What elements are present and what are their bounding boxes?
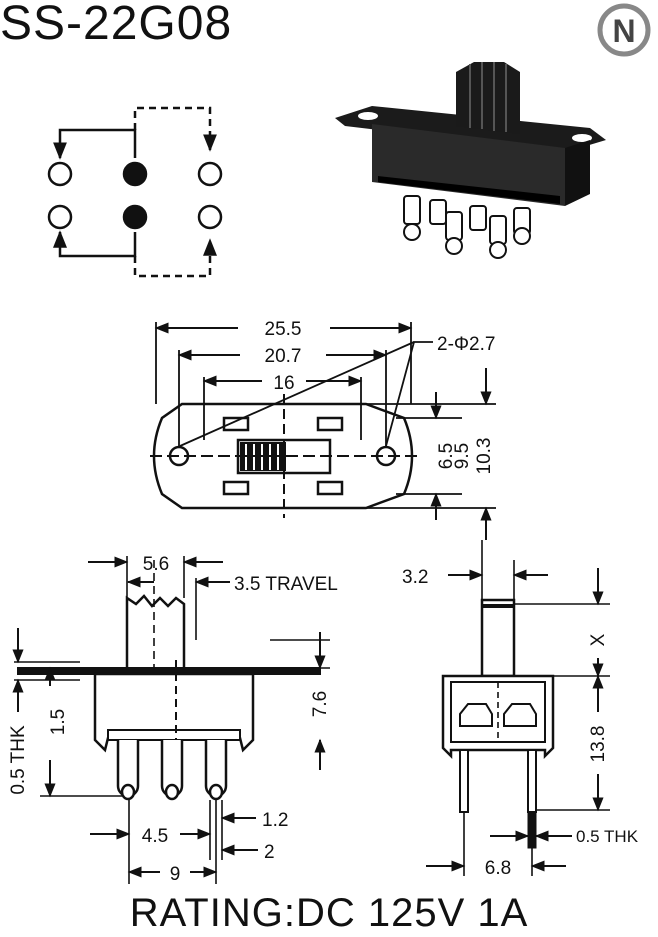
dim-body-height: 7.6 [310, 691, 331, 717]
dim-pin-width: 1.2 [262, 810, 288, 831]
dim-height-mid: 9.5 [452, 443, 473, 469]
dim-pin-spacing: 6.8 [485, 858, 511, 879]
dim-actuator-width: 5.6 [143, 554, 169, 575]
dim-thickness: 0.5 THK [8, 725, 29, 795]
side-view-dimension-lines [12, 556, 326, 878]
dim-pin-span: 9 [170, 864, 181, 885]
switch-3d-view [335, 62, 606, 259]
end-view-dimension-lines [426, 568, 604, 872]
manufacturer-logo: N [597, 3, 651, 57]
dim-pin-pitch: 4.5 [142, 826, 168, 847]
technical-drawing: N [8, 3, 651, 885]
dim-end-actuator-width: 3.2 [402, 567, 428, 588]
end-view [441, 540, 610, 876]
dim-hole-spacing: 20.7 [265, 346, 302, 367]
part-number-title: SS-22G08 [0, 0, 233, 50]
dim-overall-width: 25.5 [265, 319, 302, 340]
top-view-dimension-lines [154, 322, 492, 540]
dim-pin-thickness: 0.5 THK [576, 827, 639, 846]
dim-travel: 3.5 TRAVEL [234, 574, 338, 595]
dim-slot-width: 16 [273, 373, 294, 394]
dim-hole-diameter: 2-Φ2.7 [437, 334, 495, 355]
dim-end-body-height: 13.8 [588, 726, 609, 763]
dim-actuator-height: X [588, 633, 609, 646]
circuit-schematic [47, 106, 223, 278]
dim-height-inner: 6.5 [436, 443, 457, 469]
dim-flange-height: 1.5 [48, 709, 69, 735]
logo-letter: N [612, 13, 635, 49]
dim-height-outer: 10.3 [474, 438, 495, 475]
electrical-rating: RATING:DC 125V 1A [129, 891, 529, 935]
top-view [150, 322, 496, 518]
dim-pin-hole: 2 [264, 842, 275, 863]
